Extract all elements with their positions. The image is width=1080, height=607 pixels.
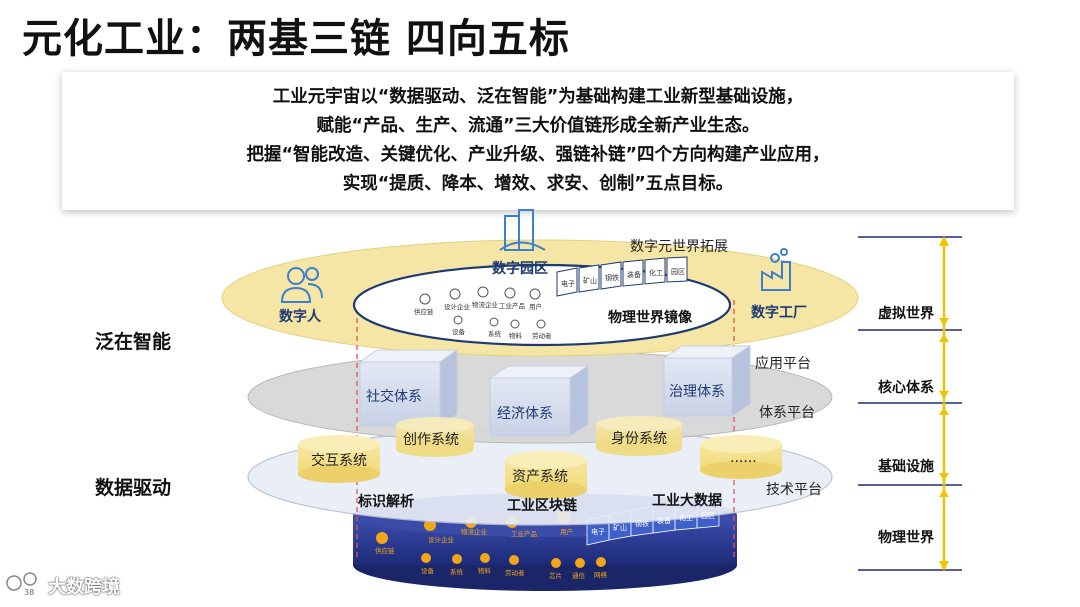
summary-line-4: 实现“提质、降本、增效、求安、创制”五点目标。 (342, 174, 734, 194)
page-number: 38 (24, 588, 35, 597)
cube-governance (662, 345, 752, 417)
mirror-mini-material: 物料 (509, 332, 522, 340)
cube-social (358, 349, 459, 427)
cube-label-governance: 治理体系 (669, 384, 725, 400)
base-device: 设备 (421, 567, 434, 575)
base-chip: 芯片 (549, 572, 562, 580)
base-supply: 供应链 (375, 547, 395, 555)
base-tag-mining: 矿山 (613, 524, 627, 532)
cube-economy (488, 365, 590, 437)
mirror-tag-mining: 矿山 (583, 277, 597, 285)
base-product: 工业产品 (511, 530, 537, 538)
base-network: 网络 (594, 571, 607, 579)
page-title: 元化工业：两基三链 四向五标 (22, 16, 570, 62)
mirror-mini-supply: 供应链 (414, 308, 434, 316)
base-tag-park: 园区 (701, 512, 715, 520)
base-comm: 通信 (572, 572, 585, 580)
mirror-mini-device: 设备 (452, 328, 465, 336)
label-physical-world: 物理世界 (878, 530, 934, 546)
label-industrial-bigdata: 工业大数据 (652, 493, 722, 509)
label-app-platform: 应用平台 (755, 356, 811, 372)
building-icon (499, 209, 546, 251)
cyl-label-creation: 创作系统 (403, 432, 459, 448)
cyl-asset (505, 451, 587, 499)
label-digital-factory: 数字工厂 (751, 305, 807, 321)
cyl-label-identity: 身份系统 (611, 431, 667, 447)
cyl-interaction (298, 435, 380, 483)
cyl-label-more: ...... (730, 450, 757, 466)
base-tag-electronics: 电子 (591, 528, 605, 536)
mirror-mini-system: 系统 (488, 330, 501, 338)
label-data-driven: 数据驱动 (95, 477, 172, 499)
factory-icon (761, 248, 791, 291)
base-system: 系统 (450, 568, 463, 576)
label-infrastructure: 基础设施 (878, 459, 934, 475)
mirror-tag-park: 园区 (671, 268, 685, 276)
label-core-system: 核心体系 (878, 380, 934, 396)
mirror-mini-logistics: 物流企业 (472, 301, 498, 309)
label-identifier-resolution: 标识解析 (358, 494, 414, 510)
cyl-label-interaction: 交互系统 (311, 453, 367, 469)
cyl-creation (396, 417, 474, 457)
base-user: 用户 (560, 528, 573, 536)
mirror-mini-labor: 劳动者 (532, 332, 552, 340)
label-world-expansion: 数字元世界拓展 (630, 239, 728, 255)
label-digital-park: 数字园区 (492, 261, 548, 277)
digital-person-icon (280, 267, 323, 303)
mirror-mini-user: 用户 (529, 303, 542, 311)
cube-label-social: 社交体系 (366, 389, 422, 405)
base-design: 设计企业 (428, 536, 454, 544)
label-physical-mirror: 物理世界镜像 (608, 310, 692, 326)
summary-line-2: 赋能“产品、生产、流通”三大价值链形成全新产业生态。 (316, 116, 760, 136)
mirror-tag-electronics: 电子 (561, 280, 575, 288)
cyl-more (700, 435, 782, 479)
mirror-tag-equipment: 装备 (627, 271, 641, 279)
base-labor: 劳动者 (505, 569, 525, 577)
base-tag-equipment: 装备 (657, 517, 671, 525)
summary-box: 工业元宇宙以“数据驱动、泛在智能”为基础构建工业新型基础设施， 赋能“产品、生产… (62, 72, 1014, 210)
mirror-mini-icons (419, 286, 546, 329)
base-logistics: 物流企业 (461, 528, 487, 536)
label-digital-person: 数字人 (279, 309, 321, 325)
base-material: 物料 (478, 567, 491, 575)
label-system-platform: 体系平台 (759, 405, 815, 421)
mirror-tag-chemical: 化工 (649, 269, 663, 277)
label-tech-platform: 技术平台 (766, 482, 822, 498)
watermark-logo (6, 572, 37, 591)
cyl-identity (596, 416, 682, 456)
summary-line-3: 把握“智能改造、关键优化、产业升级、强链补链”四个方向构建产业应用， (246, 145, 830, 165)
base-tag-steel: 钢铁 (635, 520, 649, 528)
cube-label-economy: 经济体系 (497, 406, 553, 422)
watermark-text: 大数跨境 (48, 577, 120, 598)
summary-line-1: 工业元宇宙以“数据驱动、泛在智能”为基础构建工业新型基础设施， (272, 87, 804, 107)
mirror-industry-tags (556, 256, 688, 297)
world-scale (858, 236, 962, 571)
label-ubiquitous-intelligence: 泛在智能 (95, 331, 172, 353)
cyl-label-asset: 资产系统 (512, 469, 568, 485)
base-tag-chemical: 化工 (679, 514, 693, 522)
label-virtual-world: 虚拟世界 (878, 306, 934, 322)
mirror-mini-product: 工业产品 (499, 302, 525, 310)
label-industrial-blockchain: 工业区块链 (507, 498, 577, 514)
mirror-mini-design: 设计企业 (444, 303, 470, 311)
mirror-tag-steel: 钢铁 (605, 274, 619, 282)
